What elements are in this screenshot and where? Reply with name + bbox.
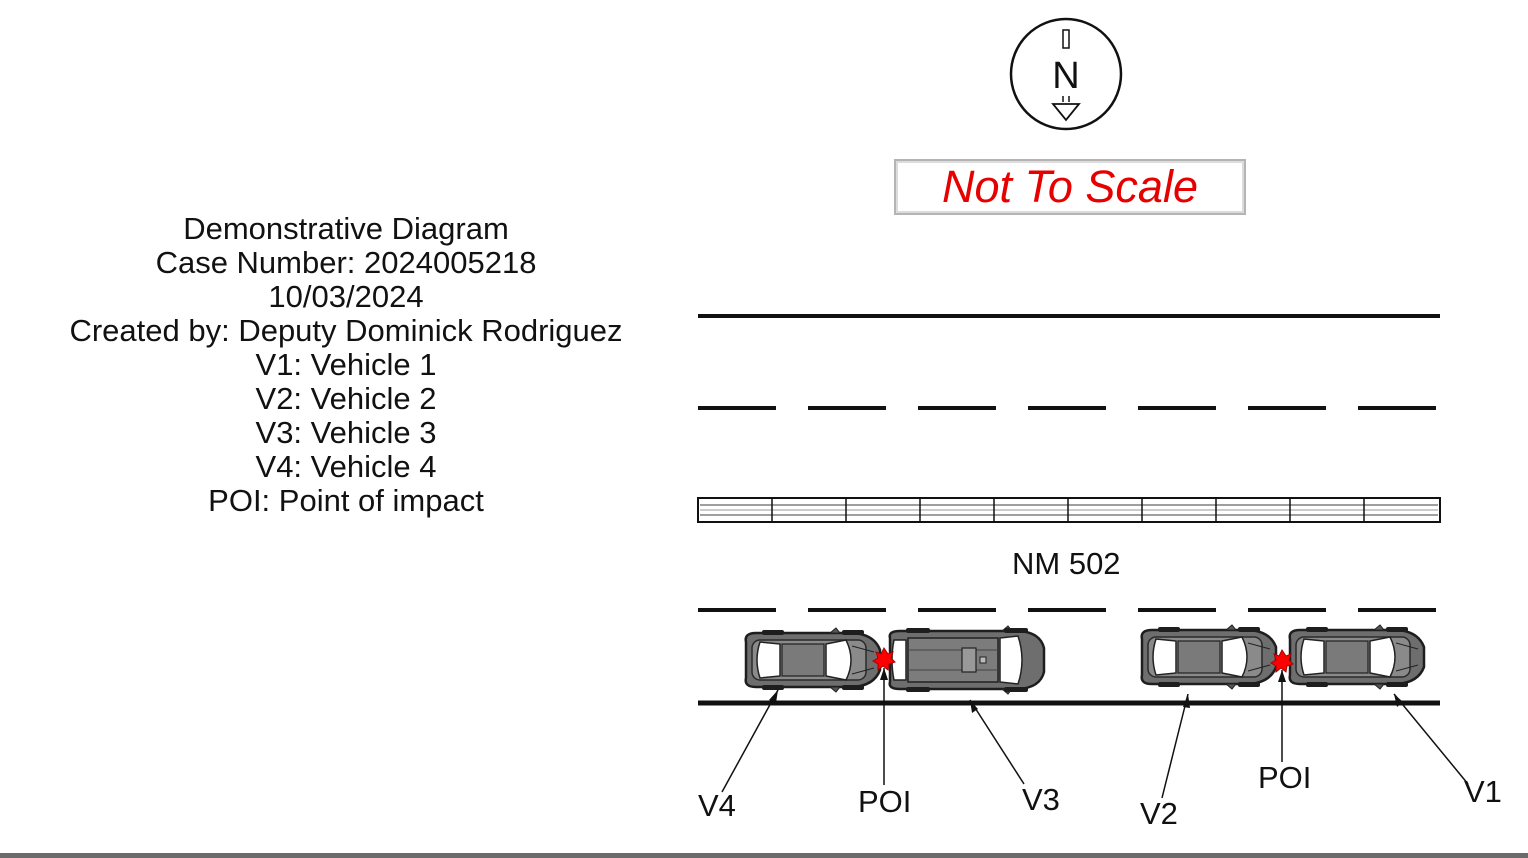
label-v1: V1 bbox=[1464, 774, 1502, 809]
road-name-label: NM 502 bbox=[1012, 546, 1121, 581]
impact-marker-right bbox=[1270, 649, 1294, 674]
legend: Demonstrative Diagram Case Number: 20240… bbox=[40, 212, 652, 518]
legend-v2: V2: Vehicle 2 bbox=[255, 381, 437, 416]
vehicle-v2 bbox=[1140, 623, 1278, 691]
leader-v3 bbox=[969, 699, 1025, 785]
legend-v1: V1: Vehicle 1 bbox=[255, 347, 437, 382]
arrowhead-poi-left bbox=[880, 668, 888, 680]
bottom-border bbox=[0, 853, 1528, 858]
north-arrow-icon: N bbox=[1009, 17, 1123, 131]
legend-date: 10/03/2024 bbox=[268, 279, 424, 314]
arrowhead-v3 bbox=[970, 700, 978, 713]
arrowhead-v4 bbox=[769, 690, 778, 703]
label-v3: V3 bbox=[1022, 782, 1060, 817]
label-v4: V4 bbox=[698, 788, 736, 823]
legend-v4: V4: Vehicle 4 bbox=[255, 449, 437, 484]
compass-letter: N bbox=[1052, 55, 1079, 97]
legend-author: Created by: Deputy Dominick Rodriguez bbox=[69, 313, 623, 348]
arrowhead-poi-right bbox=[1278, 670, 1286, 682]
label-v2: V2 bbox=[1140, 796, 1178, 831]
leader-v1 bbox=[1393, 693, 1469, 785]
not-to-scale-text: Not To Scale bbox=[942, 161, 1198, 212]
leader-v2 bbox=[1161, 693, 1189, 799]
median-barrier bbox=[697, 497, 1441, 523]
vehicle-v4 bbox=[744, 626, 882, 694]
arrowhead-v1 bbox=[1394, 694, 1403, 707]
impact-marker-left bbox=[872, 647, 896, 672]
legend-case-number: Case Number: 2024005218 bbox=[155, 245, 537, 280]
leader-v4 bbox=[721, 689, 779, 793]
legend-poi: POI: Point of impact bbox=[208, 483, 484, 518]
vehicle-v1 bbox=[1288, 623, 1426, 691]
legend-title: Demonstrative Diagram bbox=[183, 211, 509, 246]
vehicle-v3 bbox=[888, 624, 1046, 696]
not-to-scale-box: Not To Scale bbox=[894, 159, 1246, 215]
arrowhead-v2 bbox=[1183, 694, 1190, 708]
legend-v3: V3: Vehicle 3 bbox=[255, 415, 437, 450]
label-poi-right: POI bbox=[1258, 760, 1312, 795]
label-poi-left: POI bbox=[858, 784, 912, 819]
